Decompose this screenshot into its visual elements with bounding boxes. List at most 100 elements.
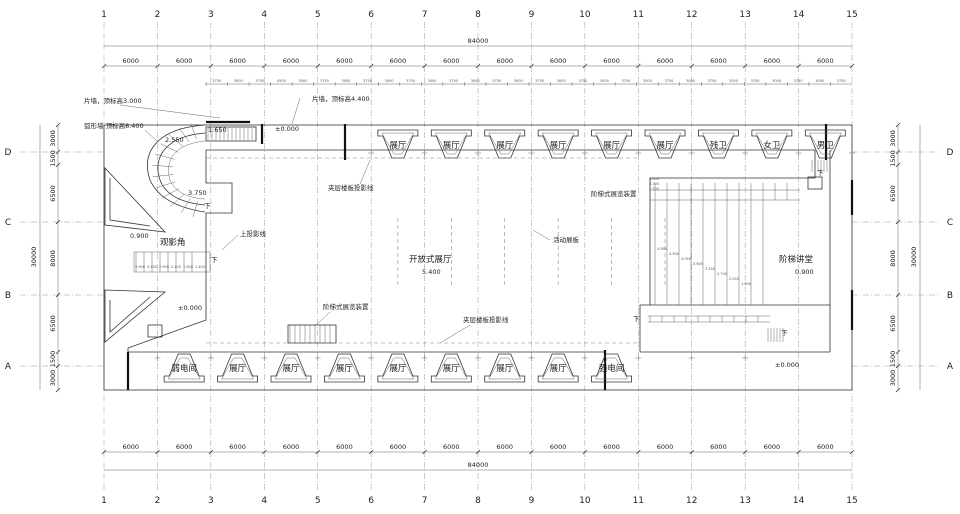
booth-top-inner <box>541 132 575 155</box>
booth-top <box>430 129 472 159</box>
fine-dimension-label: 3000 <box>234 79 243 83</box>
dimension-left-spacing: 1500 <box>49 150 57 167</box>
room-label-top: 展厅 <box>603 141 621 151</box>
dimension-right-spacing: 3000 <box>889 370 897 387</box>
room-label-bottom: 展厅 <box>443 364 461 374</box>
stepped-device-right-note: 阶梯式展览装置 <box>591 189 637 198</box>
dimension-top-bay: 6000 <box>176 57 193 65</box>
lecture-level: 0.900 <box>795 268 814 276</box>
booth-bottom <box>324 353 365 383</box>
tiny-level: 3.300 <box>649 182 659 186</box>
booth-top <box>644 129 686 159</box>
room-label-bottom: 弱电间 <box>171 363 197 374</box>
side-dimension-tick <box>55 292 61 298</box>
dimension-tick <box>475 63 481 69</box>
dimension-bottom-bay: 6000 <box>390 443 407 451</box>
column-label-bottom: 14 <box>793 496 805 506</box>
down-mark-1: 下 <box>211 256 218 264</box>
dimension-tick <box>262 449 267 455</box>
stepped-device-bottom-note: 阶梯式展览装置 <box>323 302 369 311</box>
fine-dimension-label: 3000 <box>428 79 437 83</box>
room-label-top: 展厅 <box>443 141 461 151</box>
dimension-right-spacing: 1500 <box>889 150 897 167</box>
dimension-bottom-bay: 6000 <box>550 443 567 451</box>
open-hall-label: 开放式展厅 <box>409 254 452 265</box>
level-3750: 3.750 <box>188 189 207 197</box>
column-label-bottom: 4 <box>261 496 267 506</box>
dimension-right-total: 30000 <box>910 247 918 268</box>
fine-dimension-label: 3750 <box>578 79 587 83</box>
room-label-top: 残卫 <box>710 140 728 151</box>
room-label-bottom: 强电间 <box>599 363 625 374</box>
room-label-top: 展厅 <box>496 141 514 151</box>
column-label-bottom: 13 <box>739 496 750 506</box>
room-labels: 展厅展厅展厅展厅展厅展厅残卫女卫男卫弱电间展厅展厅展厅展厅展厅展厅展厅强电间 <box>171 140 834 374</box>
booth-bottom-inner <box>167 357 201 380</box>
booth-bottom-inner <box>274 357 308 380</box>
dimension-tick <box>742 449 748 455</box>
mezz-proj-top-note: 夹层楼板投影线 <box>328 183 374 192</box>
fine-dimension-label: 3750 <box>837 79 846 83</box>
dimension-left-spacing: 6500 <box>49 315 57 332</box>
lecture-step-level: 4.950 <box>657 247 667 251</box>
row-label-right: C <box>947 218 953 228</box>
dimension-bottom-total: 84000 <box>468 461 489 469</box>
dimension-tick <box>155 449 160 455</box>
column-label-bottom: 2 <box>155 496 161 506</box>
side-dimension-tick <box>895 292 901 298</box>
curved-stair-tread <box>160 143 179 153</box>
dimension-tick <box>208 63 214 69</box>
dimension-left-spacing: 3000 <box>49 130 57 147</box>
fine-dimension-label: 3750 <box>255 79 264 83</box>
booth-top <box>751 129 793 159</box>
side-dimension-tick <box>895 387 901 393</box>
column-label-bottom: 3 <box>208 496 214 506</box>
booth-bottom-inner <box>328 357 361 380</box>
fine-dimension-label: 3750 <box>212 79 221 83</box>
curved-stair-tread <box>152 164 174 168</box>
column-label-top: 1 <box>101 10 107 20</box>
mezzanine-projection <box>206 157 640 344</box>
dimension-top-bay: 6000 <box>710 57 727 65</box>
fine-dimension-label: 3000 <box>514 79 523 83</box>
dimension-tick <box>368 63 374 69</box>
lecture-step-level: 4.500 <box>669 252 679 256</box>
left-step-level: 2.400 <box>171 265 181 269</box>
fine-dimension-label: 3750 <box>794 79 803 83</box>
curved-stair <box>147 124 206 213</box>
dimension-tick <box>262 63 267 69</box>
column-label-top: 12 <box>686 10 697 20</box>
down-mark-4: 下 <box>633 315 640 323</box>
curved-stair-tread <box>190 123 197 140</box>
column-label-top: 14 <box>793 10 805 20</box>
dimension-tick <box>689 63 695 69</box>
column-label-top: 15 <box>846 10 857 20</box>
column-label-top: 13 <box>739 10 750 20</box>
column-label-bottom: 5 <box>315 496 321 506</box>
dimension-tick <box>582 63 588 69</box>
fine-dimension-label: 3000 <box>471 79 480 83</box>
booth-bottom-inner <box>381 357 415 380</box>
side-dimension-tick <box>895 122 901 128</box>
side-dimension-tick <box>55 349 61 355</box>
curved-stair-tread <box>161 188 180 199</box>
fine-dimension-label: 3000 <box>686 79 695 83</box>
dimension-tick <box>689 449 695 455</box>
fine-dimension-label: 3000 <box>643 79 652 83</box>
dimension-tick <box>742 63 748 69</box>
room-label-top: 展厅 <box>657 141 675 151</box>
movable-partitions <box>397 218 666 288</box>
dimension-tick <box>208 449 214 455</box>
fine-dimension-label: 3000 <box>729 79 738 83</box>
side-dimension-tick <box>895 219 901 225</box>
booth-top <box>804 129 846 159</box>
curved-stair-tread <box>192 201 198 217</box>
column-label-bottom: 7 <box>422 496 428 506</box>
open-hall-level: 5.400 <box>422 268 441 276</box>
room-label-bottom: 展厅 <box>229 364 247 374</box>
room-label-top: 展厅 <box>389 141 407 151</box>
wall-top1-note: 片墙，顶标高3.000 <box>84 96 142 105</box>
